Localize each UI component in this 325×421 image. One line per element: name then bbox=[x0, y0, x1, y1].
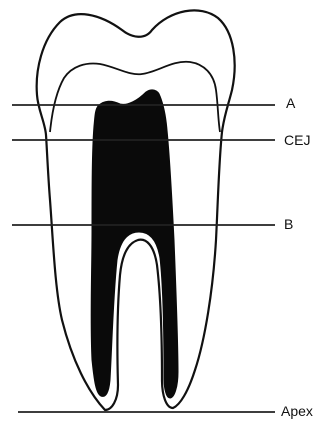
label-b: B bbox=[284, 216, 293, 232]
label-a: A bbox=[286, 95, 296, 111]
label-apex: Apex bbox=[281, 403, 313, 419]
pulp-chamber bbox=[91, 90, 178, 398]
label-cej: CEJ bbox=[284, 132, 310, 148]
